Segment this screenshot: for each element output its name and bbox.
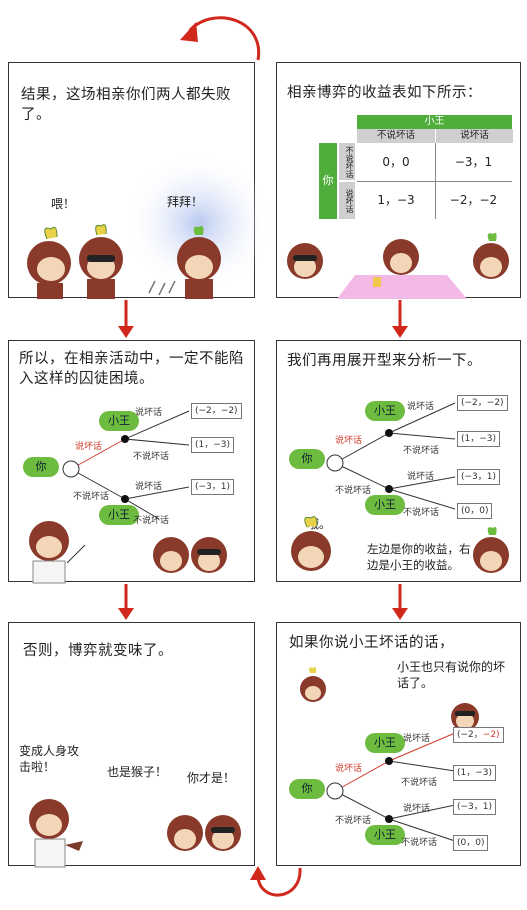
panel4-characters [291, 516, 509, 573]
payoff-1-right: −2) [482, 730, 500, 740]
blue-glow [124, 153, 274, 293]
bubble-bye: 拜拜！ [167, 195, 204, 209]
monkey-sunglasses-icon [205, 815, 241, 851]
branch-you-bad: 说坏话 [335, 764, 363, 774]
monkey-head-icon [300, 667, 326, 702]
monkey-sunglasses-icon [191, 537, 227, 573]
branch-top-notbad: 不说坏话 [401, 778, 438, 788]
monkey-xiaowang-icon [148, 226, 221, 299]
node-you: 你 [289, 779, 325, 799]
branch-you-notbad: 不说坏话 [335, 816, 372, 826]
node-xiaowang-top: 小王 [365, 401, 405, 421]
branch-you-bad: 说坏话 [335, 436, 363, 446]
cell-0-1: −3，1 [435, 143, 512, 182]
payoff-2: (1，−3) [457, 431, 501, 447]
payoff-table: 小王 不说坏话 说坏话 你 不说坏话 说坏话 0，0 −3，1 1，−3 −2，… [319, 115, 513, 219]
monkey-sunglasses-icon [79, 224, 123, 299]
panel4-caption: 我们再用展开型来分析一下。 [287, 353, 482, 369]
bubble-you-are: 你才是！ [187, 771, 236, 785]
monkey-xiaowang-icon [473, 526, 509, 573]
monkey-sunglasses-icon [451, 703, 479, 731]
branch-top-notbad: 不说坏话 [403, 446, 440, 456]
monkey-you-icon [167, 815, 203, 851]
payoff-2: (1，−3) [191, 437, 235, 453]
monkey-you-icon [291, 516, 331, 571]
node-xiaowang-bottom: 小王 [365, 495, 405, 515]
payoff-note: 左边是你的收益，右边是小王的收益。 [367, 542, 471, 572]
col-header-notbad: 不说坏话 [357, 129, 435, 143]
payoff-3: (−3，1) [453, 799, 497, 815]
panel-payoff-table: 相亲博弈的收益表如下所示： 小王 不说坏话 说坏话 你 不说坏话 说坏话 0，0… [276, 62, 521, 299]
payoff-3: (−3，1) [191, 479, 235, 495]
panel-if-you-badmouth: 如果你说小王坏话的话， 小王也只有说你的坏话了。 小王 你 小王 说坏话 不说坏… [276, 622, 521, 866]
game-tree-lines [326, 402, 456, 510]
node-you: 你 [23, 457, 59, 477]
panel3-characters [29, 521, 227, 584]
payoff-1: (−2，−2) [457, 395, 508, 411]
row-player-header: 你 [319, 143, 337, 219]
monkey-host-icon [383, 239, 419, 275]
branch-you-notbad: 不说坏话 [335, 486, 372, 496]
cell-1-0: 1，−3 [357, 181, 436, 219]
panel-result: 结果，这场相亲你们两人都失败了。 喂！ 拜拜！ [8, 62, 274, 299]
branch-bottom-notbad: 不说坏话 [133, 516, 170, 526]
node-xiaowang-top: 小王 [365, 733, 405, 753]
payoff-1-left: (−2， [457, 730, 483, 740]
col-player-header: 小王 [357, 115, 512, 129]
branch-top-notbad: 不说坏话 [133, 452, 170, 462]
panel-game-turns-sour: 否则，博弈就变味了。 变成人身攻击啦！ 也是猴子！ 你才是！ [8, 622, 255, 868]
bubble-personal-attack: 变成人身攻击啦！ [19, 744, 80, 774]
payoff-1: (−2，−2) [191, 403, 242, 419]
node-you: 你 [289, 449, 325, 469]
branch-bottom-bad: 说坏话 [135, 482, 163, 492]
branch-bottom-bad: 说坏话 [403, 804, 431, 814]
panel5-characters [29, 799, 241, 868]
panel-extensive-form: 我们再用展开型来分析一下。 小王 你 小王 说坏话 不说坏话 说坏话 不说坏话 … [276, 340, 521, 582]
row-header-bad: 说坏话 [339, 182, 355, 219]
branch-top-bad: 说坏话 [407, 402, 435, 412]
bubble-xiaowang-retaliates: 小王也只有说你的坏话了。 [397, 660, 506, 690]
monkey-xiaowang-icon [473, 232, 509, 279]
branch-you-bad: 说坏话 [75, 442, 103, 452]
branch-bottom-bad: 说坏话 [407, 472, 435, 482]
cell-1-1: −2，−2 [449, 193, 498, 207]
payoff-2: (1，−3) [453, 765, 497, 781]
payoff-4: (0，0) [457, 503, 493, 519]
game-tree-lines [62, 410, 190, 520]
payoff-1: (−2，−2) [453, 727, 504, 743]
payoff-4: (0，0) [453, 835, 489, 851]
branch-top-bad: 说坏话 [135, 408, 163, 418]
monkey-characters [27, 224, 221, 299]
game-tree-lines [300, 667, 479, 842]
panel-prisoners-dilemma: 所以，在相亲活动中，一定不能陷入这样的囚徒困境。 小王 你 小王 说坏话 不说坏… [8, 340, 255, 584]
branch-you-notbad: 不说坏话 [73, 492, 110, 502]
branch-top-bad: 说坏话 [403, 734, 431, 744]
row-header-notbad: 不说坏话 [339, 143, 355, 180]
panel2-caption: 相亲博弈的收益表如下所示： [287, 85, 482, 101]
monkey-sunglasses-icon [287, 243, 323, 279]
node-xiaowang-top: 小王 [99, 411, 139, 431]
node-xiaowang-bottom: 小王 [365, 825, 405, 845]
payoff-3: (−3，1) [457, 469, 501, 485]
monkey-you-icon [27, 226, 71, 299]
bubble-hey: 喂！ [51, 197, 76, 211]
cell-0-0: 0，0 [357, 143, 436, 182]
node-xiaowang-bottom: 小王 [99, 505, 139, 525]
panel3-caption: 所以，在相亲活动中，一定不能陷入这样的囚徒困境。 [19, 351, 244, 387]
panel5-caption: 否则，博弈就变味了。 [23, 643, 173, 659]
panel6-caption: 如果你说小王坏话的话， [289, 635, 454, 651]
monkey-you-icon [153, 537, 189, 573]
bubble-also-monkey: 也是猴子！ [107, 765, 168, 779]
branch-bottom-notbad: 不说坏话 [403, 508, 440, 518]
teacher-g-icon [29, 521, 86, 584]
table-scene-characters [287, 232, 509, 299]
branch-bottom-notbad: 不说坏话 [401, 838, 438, 848]
col-header-bad: 说坏话 [435, 129, 513, 143]
panel1-caption: 结果，这场相亲你们两人都失败了。 [21, 87, 231, 123]
teacher-g-icon [29, 799, 83, 868]
